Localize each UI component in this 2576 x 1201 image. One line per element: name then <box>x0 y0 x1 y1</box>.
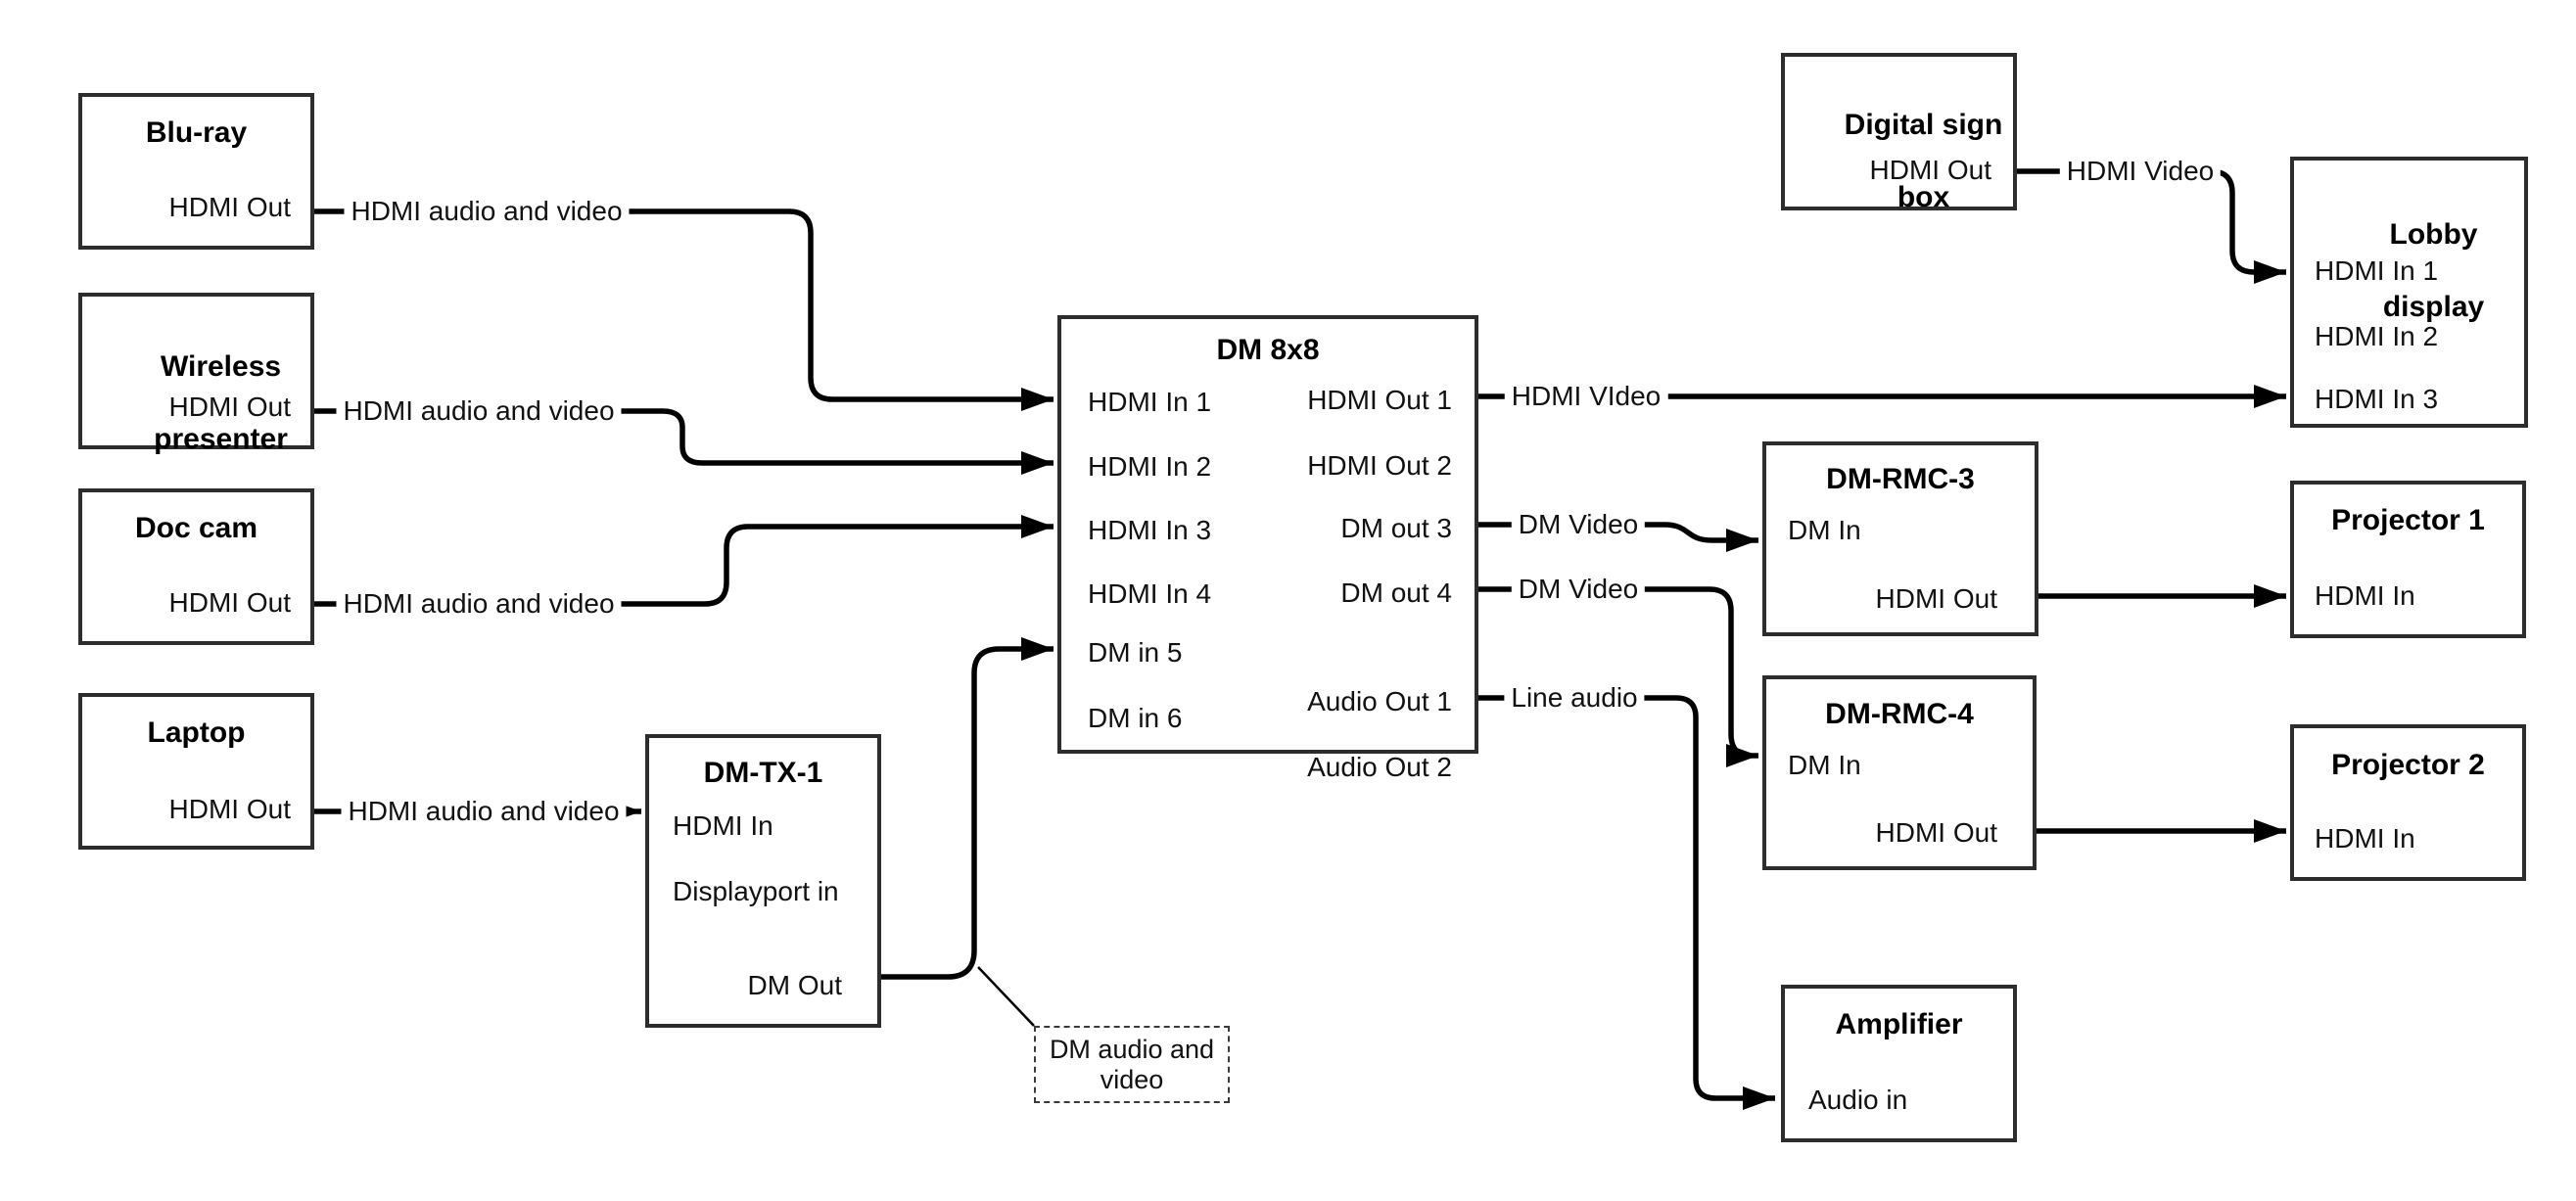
node-title: Projector 1 <box>2331 504 2485 536</box>
port-audio-out-2: Audio Out 2 <box>1307 752 1452 782</box>
connector-dmtx1-dmout-to-dm8x8-in5 <box>881 637 1054 980</box>
port-dm-in-5: DM in 5 <box>1088 637 1183 668</box>
node-lobby-display: Lobby display HDMI In 1 HDMI In 2 HDMI I… <box>2290 157 2528 428</box>
node-title: Projector 2 <box>2331 749 2485 781</box>
port-hdmi-out: HDMI Out <box>1875 583 1997 614</box>
title-line-2: presenter <box>154 423 288 455</box>
port-hdmi-out-1: HDMI Out 1 <box>1307 385 1452 415</box>
connector-doccam-to-dm8x8-in3 <box>314 515 1054 607</box>
node-title: Digital sign box <box>1785 70 2013 252</box>
node-title: Lobby display <box>2294 180 2524 361</box>
node-blu-ray: Blu-ray HDMI Out <box>78 93 314 250</box>
connector-label-dm-video-out3: DM Video <box>1511 508 1646 541</box>
node-title: Amplifier <box>1835 1008 1963 1040</box>
port-dm-in-6: DM in 6 <box>1088 703 1183 733</box>
port-hdmi-in-2: HDMI In 2 <box>2315 321 2439 351</box>
note-line-2: video <box>1100 1064 1164 1094</box>
node-dm-tx-1: DM-TX-1 HDMI In Displayport in DM Out <box>645 734 881 1028</box>
port-dm-in: DM In <box>1788 515 1861 545</box>
note-callout-line <box>977 966 1035 1027</box>
note-dm-audio-and-video: DM audio and video <box>1034 1026 1230 1103</box>
node-dm-8x8: DM 8x8 HDMI In 1 HDMI In 2 HDMI In 3 HDM… <box>1057 315 1478 781</box>
node-dm-rmc-4: DM-RMC-4 DM In HDMI Out <box>1762 675 2037 870</box>
node-digital-sign-box: Digital sign box HDMI Out <box>1781 53 2017 213</box>
node-title: Laptop <box>147 716 246 749</box>
port-hdmi-out: HDMI Out <box>1875 817 1997 848</box>
node-dm-rmc-3: DM-RMC-3 DM In HDMI Out <box>1762 441 2038 636</box>
port-hdmi-in: HDMI In <box>2315 823 2415 854</box>
node-wireless-presenter: Wireless presenter HDMI Out <box>78 293 314 455</box>
port-dm-out-3: DM out 3 <box>1340 513 1452 543</box>
node-title: DM 8x8 <box>1216 334 1320 366</box>
node-laptop: Laptop HDMI Out <box>78 693 314 850</box>
connector-label-hdmi-audio-video-3: HDMI audio and video <box>336 587 622 621</box>
port-hdmi-in-3: HDMI In 3 <box>2315 384 2439 414</box>
connector-label-hdmi-audio-video-2: HDMI audio and video <box>336 394 622 428</box>
title-line-2: display <box>2382 291 2485 323</box>
connector-label-hdmi-audio-video-4: HDMI audio and video <box>341 795 627 828</box>
port-hdmi-out: HDMI Out <box>168 192 291 222</box>
connector-dm8x8-out3-to-rmc3-dmin <box>1478 522 1758 552</box>
port-hdmi-out: HDMI Out <box>1869 155 1991 185</box>
connector-label-line-audio: Line audio <box>1504 681 1645 715</box>
port-dm-in: DM In <box>1788 750 1861 780</box>
note-line-1: DM audio and <box>1049 1034 1215 1064</box>
title-line-1: Lobby <box>2389 218 2478 251</box>
node-projector-1: Projector 1 HDMI In <box>2290 481 2526 638</box>
port-hdmi-in-1: HDMI In 1 <box>2315 255 2439 286</box>
connector-wireless-to-dm8x8-in2 <box>314 408 1054 475</box>
connector-label-hdmi-audio-video-1: HDMI audio and video <box>344 195 630 228</box>
port-displayport-in: Displayport in <box>673 876 839 906</box>
node-amplifier: Amplifier Audio in <box>1781 985 2017 1142</box>
port-audio-out-1: Audio Out 1 <box>1307 686 1452 716</box>
port-hdmi-in-1: HDMI In 1 <box>1088 387 1212 417</box>
port-hdmi-in-2: HDMI In 2 <box>1088 451 1212 482</box>
node-title: DM-RMC-4 <box>1825 698 1974 730</box>
title-line-1: Wireless <box>160 350 282 383</box>
port-hdmi-out: HDMI Out <box>168 392 291 422</box>
node-projector-2: Projector 2 HDMI In <box>2290 724 2526 881</box>
node-title: Doc cam <box>134 512 258 544</box>
node-title: Wireless presenter <box>82 312 310 493</box>
port-hdmi-in-4: HDMI In 4 <box>1088 578 1212 609</box>
port-hdmi-out: HDMI Out <box>168 794 291 824</box>
node-title: Blu-ray <box>145 116 248 149</box>
connector-label-hdmi-video-signbox: HDMI Video <box>2059 155 2222 188</box>
connector-dm8x8-audioout1-to-amplifier <box>1478 695 1775 1110</box>
connector-label-dm-video-out4: DM Video <box>1511 573 1646 606</box>
port-audio-in: Audio in <box>1808 1085 1908 1115</box>
port-hdmi-out-2: HDMI Out 2 <box>1307 450 1452 481</box>
connector-label-hdmi-video-out1: HDMI VIdeo <box>1504 380 1668 413</box>
port-hdmi-in-3: HDMI In 3 <box>1088 515 1212 545</box>
connector-bluray-to-dm8x8-in1 <box>314 208 1054 411</box>
node-doc-cam: Doc cam HDMI Out <box>78 488 314 645</box>
port-dm-out: DM Out <box>747 970 842 1000</box>
port-hdmi-out: HDMI Out <box>168 587 291 618</box>
port-hdmi-in: HDMI In <box>2315 580 2415 611</box>
connector-dm8x8-out4-to-rmc4-dmin <box>1478 586 1758 767</box>
title-line-1: Digital sign <box>1844 109 2003 141</box>
port-hdmi-in: HDMI In <box>673 810 773 841</box>
node-title: DM-TX-1 <box>703 757 823 789</box>
port-dm-out-4: DM out 4 <box>1340 577 1452 608</box>
title-line-2: box <box>1897 181 1950 213</box>
node-title: DM-RMC-3 <box>1826 463 1975 495</box>
